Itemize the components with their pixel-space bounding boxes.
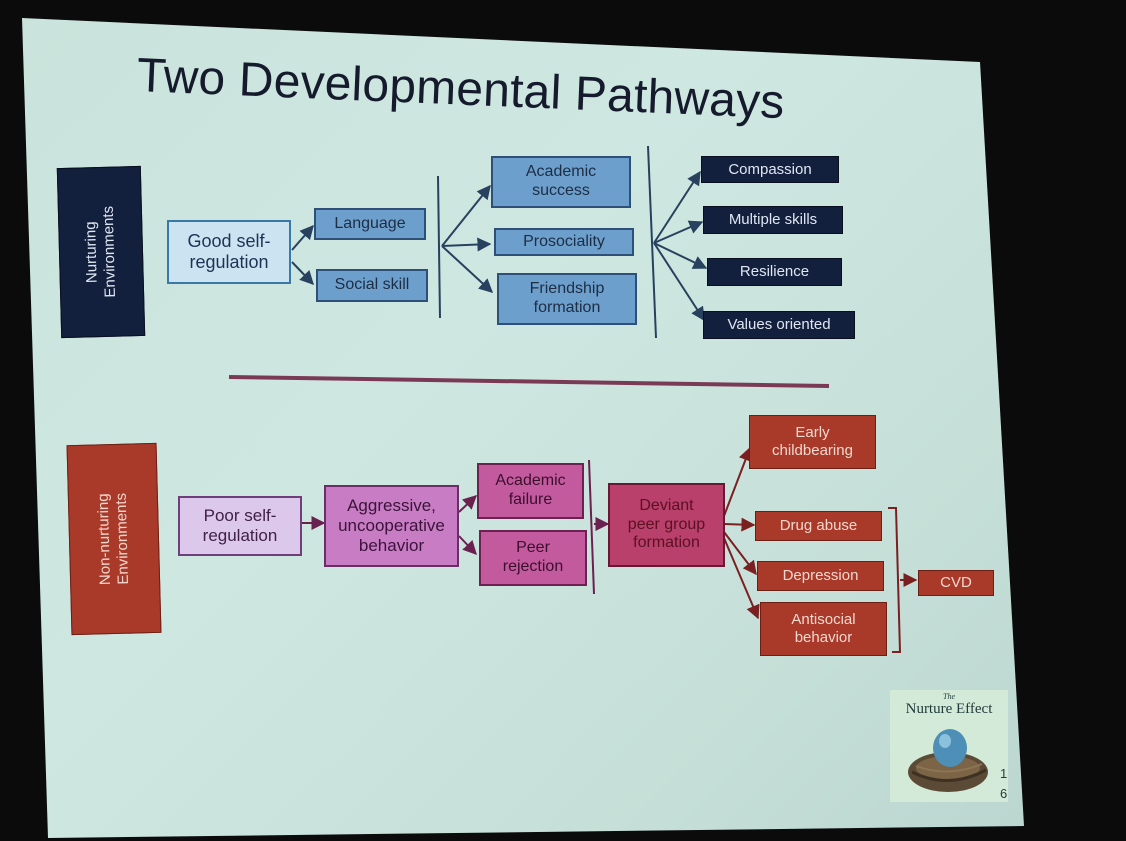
box-text-line: uncooperative — [338, 515, 445, 535]
bracket-skills — [437, 175, 441, 319]
resilience-box: Resilience — [707, 258, 842, 286]
box-text: Resilience — [739, 263, 810, 281]
book-title: The Nurture Effect — [890, 692, 1008, 718]
arrow-to-resilience — [653, 242, 708, 269]
nurture-effect-book-cover: The Nurture Effect — [890, 690, 1008, 802]
box-text-line: failure — [508, 491, 553, 508]
box-text-line: Antisocial — [791, 611, 856, 629]
nest-egg-icon — [908, 729, 988, 792]
peer-rejection-box: Peer rejection — [479, 530, 587, 586]
box-text: Compassion — [728, 160, 812, 178]
arrow-to-depression — [723, 531, 757, 576]
aggressive-behavior-box: Aggressive, uncooperative behavior — [324, 485, 459, 567]
arrow-to-compassion — [653, 170, 701, 244]
box-text-line: behavior — [358, 536, 425, 556]
section-divider — [228, 375, 830, 388]
friendship-formation-box: Friendship formation — [497, 273, 637, 325]
book-title-small: The — [943, 692, 955, 701]
box-text: Language — [334, 214, 406, 232]
compassion-box: Compassion — [701, 156, 839, 183]
non-nurturing-environments-label: Non-nurturing Environments — [66, 442, 162, 636]
box-text-line: childbearing — [772, 442, 853, 459]
box-text: Drug abuse — [779, 517, 858, 535]
arrow-to-academic-failure — [458, 495, 478, 513]
box-text-line: formation — [633, 534, 700, 552]
box-text-line: Friendship — [529, 280, 605, 298]
drug-abuse-box: Drug abuse — [755, 511, 882, 541]
values-oriented-box: Values oriented — [703, 311, 855, 339]
multiple-skills-box: Multiple skills — [703, 206, 843, 234]
box-text: CVD — [940, 574, 972, 592]
arrow-to-friendship — [441, 245, 494, 293]
slide-number-digit: 1 — [1000, 766, 1008, 781]
box-text-line: Academic — [525, 163, 597, 181]
language-box: Language — [314, 208, 426, 240]
box-text-line: Academic — [495, 472, 566, 490]
prosociality-box: Prosociality — [494, 228, 634, 256]
box-text-line: regulation — [202, 526, 278, 545]
arrow-to-early-childbearing — [723, 446, 753, 517]
nurturing-label-line: Environments — [99, 205, 120, 298]
box-text-line: peer group — [627, 515, 706, 533]
academic-success-box: Academic success — [491, 156, 631, 208]
arrow-to-peer-rejection — [458, 535, 477, 556]
box-text-line: Poor self- — [203, 505, 277, 525]
box-text: Social skill — [334, 276, 410, 294]
arrow-good-to-social — [291, 261, 314, 286]
arrow-to-antisocial — [723, 537, 760, 620]
box-text: Prosociality — [523, 232, 605, 250]
box-text-line: Early — [795, 424, 830, 442]
academic-failure-box: Academic failure — [477, 463, 584, 519]
bracket-failure — [588, 459, 595, 595]
box-text-line: Good self- — [187, 230, 271, 251]
box-text-line: success — [532, 182, 590, 199]
box-text-line: Aggressive, — [347, 495, 436, 515]
non-nurturing-label-line: Environments — [112, 492, 133, 585]
bracket-outcomes — [647, 145, 657, 339]
arrow-to-values — [653, 242, 705, 322]
social-skill-box: Social skill — [316, 269, 428, 302]
depression-box: Depression — [757, 561, 884, 591]
box-text-line: formation — [533, 299, 601, 316]
slide-number-digit: 6 — [1000, 786, 1008, 801]
nurturing-environments-label: Nurturing Environments — [56, 165, 146, 339]
box-text: Depression — [782, 567, 859, 585]
box-text-line: Deviant — [639, 496, 694, 514]
arrow-good-to-language — [291, 224, 314, 251]
arrow-to-prosociality — [441, 237, 492, 252]
deviant-peer-group-box: Deviant peer group formation — [608, 483, 725, 567]
box-text-line: Peer — [516, 539, 550, 557]
arrow-to-academic-success — [441, 184, 491, 247]
bracket-results — [888, 507, 902, 653]
cvd-box: CVD — [918, 570, 994, 596]
box-text-line: behavior — [794, 629, 853, 646]
box-text: Multiple skills — [728, 211, 818, 229]
poor-self-regulation-box: Poor self- regulation — [178, 496, 302, 556]
early-childbearing-box: Early childbearing — [749, 415, 876, 469]
book-title-main: Nurture Effect — [905, 701, 993, 717]
arrow-to-drug-abuse — [723, 517, 756, 532]
box-text-line: rejection — [502, 558, 564, 575]
good-self-regulation-box: Good self- regulation — [167, 220, 291, 284]
arrow-to-multiple-skills — [653, 220, 704, 244]
antisocial-behavior-box: Antisocial behavior — [760, 602, 887, 656]
box-text: Values oriented — [727, 316, 831, 334]
box-text-line: regulation — [189, 252, 269, 272]
